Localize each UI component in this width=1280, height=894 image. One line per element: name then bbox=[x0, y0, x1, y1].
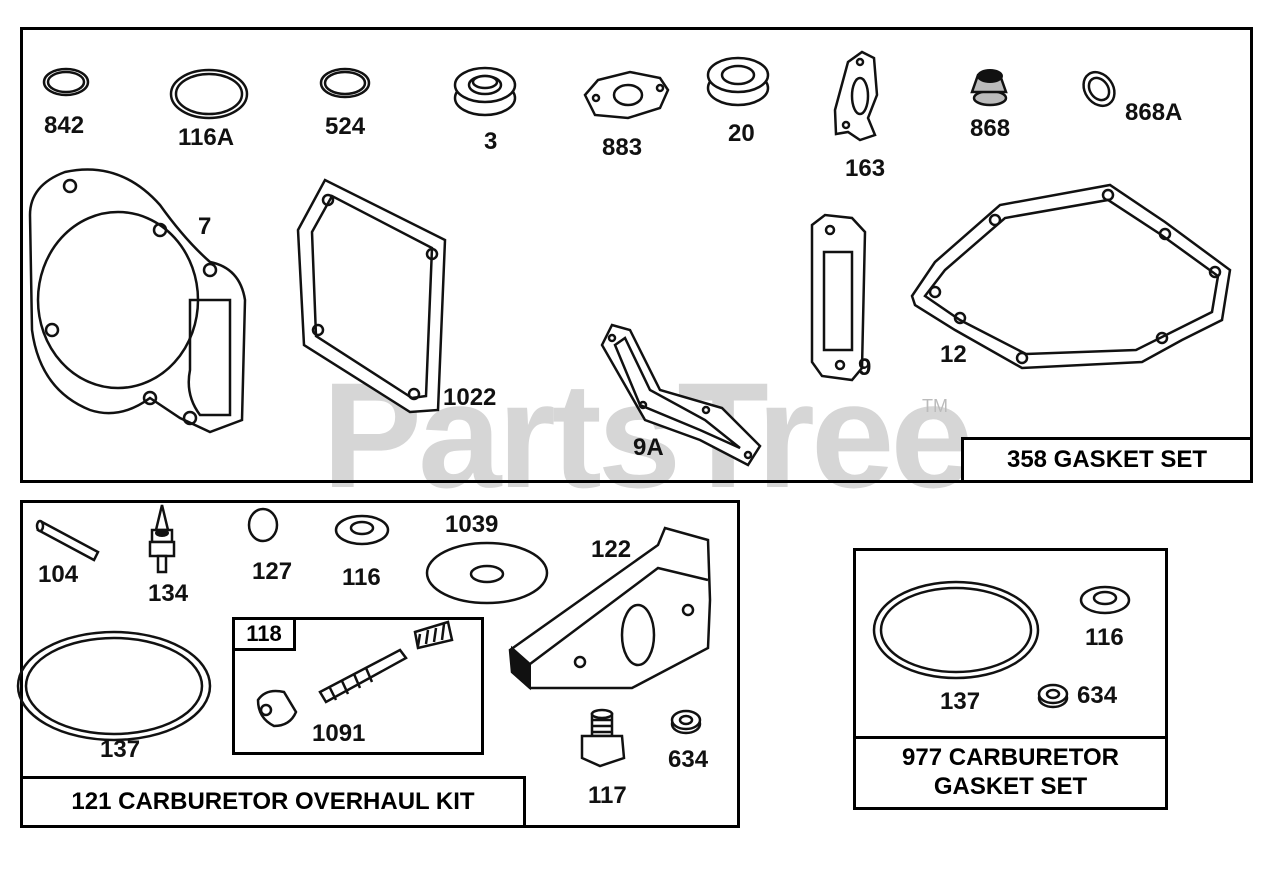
part-634-washer-icon bbox=[670, 709, 702, 735]
label-20: 20 bbox=[728, 120, 755, 147]
sub-kit-118-label: 118 bbox=[232, 617, 296, 651]
label-134: 134 bbox=[148, 580, 189, 607]
part-868a-washer-icon bbox=[1082, 70, 1116, 108]
carb-gasket-title: 977 CARBURETOR GASKET SET bbox=[853, 736, 1168, 810]
part-9a-gasket-icon bbox=[600, 323, 762, 467]
part-7-head-gasket-icon bbox=[28, 168, 247, 434]
label-116b: 116 bbox=[1085, 624, 1124, 651]
label-883: 883 bbox=[602, 134, 643, 161]
part-1091-screw-icon bbox=[256, 620, 454, 728]
label-1039: 1039 bbox=[445, 511, 499, 538]
part-9-gasket-icon bbox=[810, 213, 867, 382]
part-524-oring-icon bbox=[319, 67, 371, 99]
carb-gasket-title-line1: 977 CARBURETOR bbox=[902, 744, 1119, 772]
label-127: 127 bbox=[252, 558, 293, 585]
part-116b-washer-icon bbox=[1079, 585, 1131, 615]
part-137b-ring-icon bbox=[872, 580, 1040, 680]
label-3: 3 bbox=[484, 128, 498, 155]
label-137b: 137 bbox=[940, 688, 981, 715]
part-634b-washer-icon bbox=[1037, 683, 1069, 709]
label-634: 634 bbox=[668, 746, 709, 773]
label-163: 163 bbox=[845, 155, 886, 182]
part-883-gasket-icon bbox=[583, 70, 670, 120]
part-868-plug-icon bbox=[970, 69, 1008, 107]
label-137: 137 bbox=[100, 736, 141, 763]
label-868a: 868A bbox=[1125, 99, 1183, 126]
part-137-ring-icon bbox=[16, 630, 212, 742]
label-7: 7 bbox=[198, 213, 212, 240]
gasket-set-panel bbox=[20, 27, 1253, 483]
part-163-gasket-icon bbox=[833, 50, 879, 142]
part-12-gasket-icon bbox=[910, 183, 1232, 370]
sub-kit-118-panel bbox=[232, 617, 484, 755]
label-122: 122 bbox=[591, 536, 632, 563]
part-3-seal-icon bbox=[453, 66, 517, 117]
part-104-pin-icon bbox=[35, 519, 100, 562]
label-117: 117 bbox=[588, 782, 627, 809]
label-634b: 634 bbox=[1077, 682, 1118, 709]
label-842: 842 bbox=[44, 112, 85, 139]
label-12: 12 bbox=[940, 341, 967, 368]
part-842-oring-icon bbox=[42, 67, 90, 97]
part-122-spacer-icon bbox=[508, 526, 712, 691]
carb-gasket-title-line2: GASKET SET bbox=[933, 773, 1088, 800]
part-117-jet-icon bbox=[580, 708, 626, 768]
part-134-needle-icon bbox=[148, 504, 176, 574]
part-1022-gasket-icon bbox=[296, 178, 447, 414]
label-1022: 1022 bbox=[443, 384, 497, 411]
part-116-washer-icon bbox=[334, 514, 390, 546]
label-1091: 1091 bbox=[312, 720, 366, 747]
watermark-tm: TM bbox=[922, 396, 948, 416]
carb-overhaul-title: 121 CARBURETOR OVERHAUL KIT bbox=[20, 776, 526, 828]
gasket-set-title: 358 GASKET SET bbox=[961, 437, 1253, 483]
part-116a-oring-icon bbox=[169, 68, 249, 120]
label-9: 9 bbox=[858, 354, 872, 381]
label-9a: 9A bbox=[633, 434, 664, 461]
label-524: 524 bbox=[325, 113, 366, 140]
label-116a: 116A bbox=[178, 124, 235, 151]
label-104: 104 bbox=[38, 561, 79, 588]
part-1039-diaphragm-icon bbox=[425, 541, 549, 605]
part-20-seal-icon bbox=[706, 56, 770, 107]
label-868: 868 bbox=[970, 115, 1011, 142]
label-116: 116 bbox=[342, 564, 381, 591]
part-127-plug-icon bbox=[247, 507, 279, 543]
